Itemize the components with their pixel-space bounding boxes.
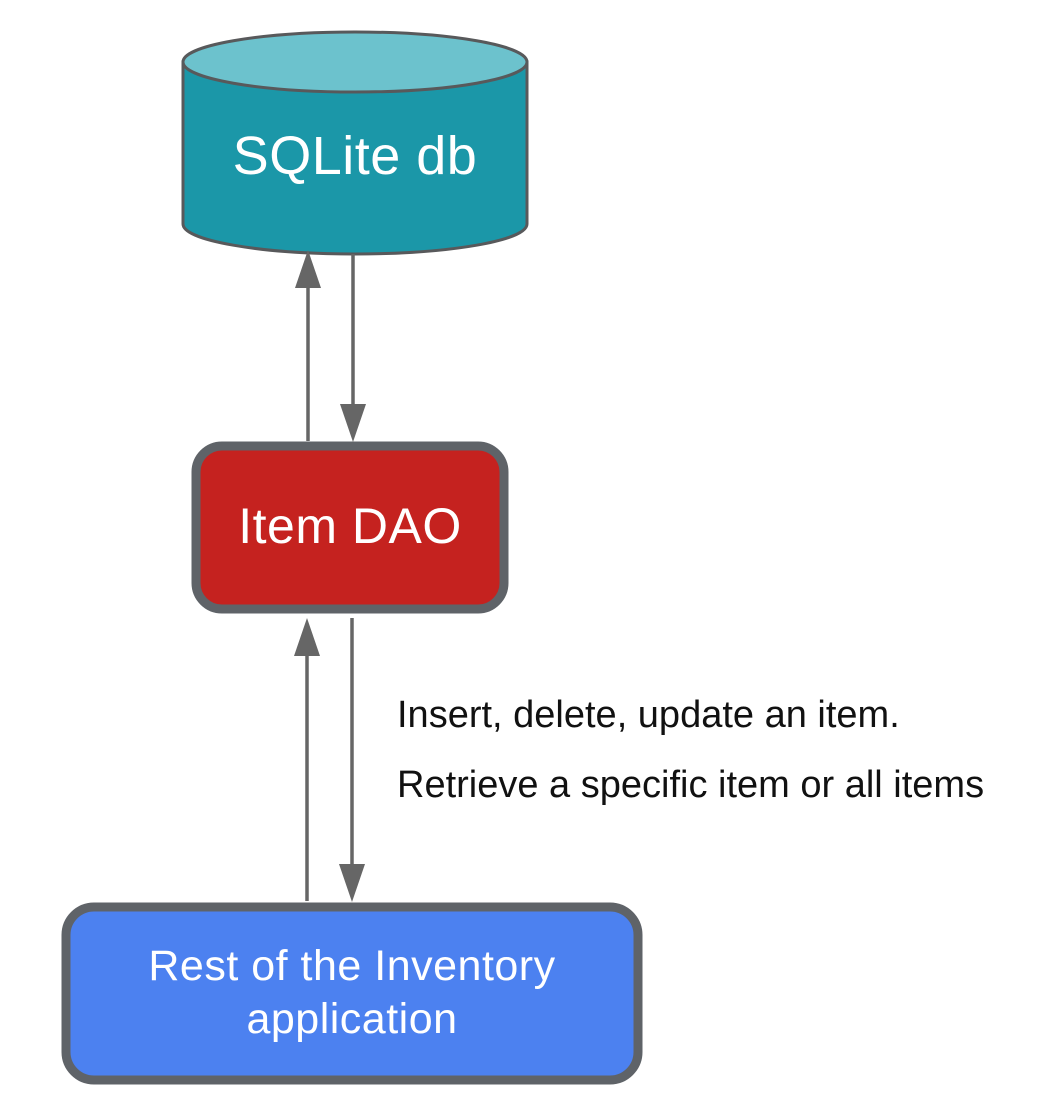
app-label-line2: application (246, 995, 458, 1043)
arrow-db-to-dao (340, 254, 366, 442)
database-cylinder-body (181, 60, 529, 256)
annotation-line2: Retrieve a specific item or all items (397, 764, 985, 806)
item-dao-label: Item DAO (238, 498, 462, 554)
app-box (61, 902, 643, 1085)
arrow-dao-to-db (295, 250, 321, 441)
arrow-app-to-dao (294, 618, 320, 901)
app-label: Rest of the Inventory application (66, 940, 638, 1046)
sqlite-db-label: SQLite db (232, 126, 478, 186)
app-label-line1: Rest of the Inventory (148, 942, 556, 990)
arrow-up-icon (294, 618, 320, 656)
item-dao-box (191, 441, 509, 614)
database-cylinder-top (181, 30, 529, 94)
arrow-down-icon (339, 864, 365, 902)
annotation-line1: Insert, delete, update an item. (397, 694, 900, 736)
arrow-dao-to-app (339, 618, 365, 902)
arrow-down-icon (340, 404, 366, 442)
database-cylinder (181, 30, 529, 256)
arrow-up-icon (295, 250, 321, 288)
